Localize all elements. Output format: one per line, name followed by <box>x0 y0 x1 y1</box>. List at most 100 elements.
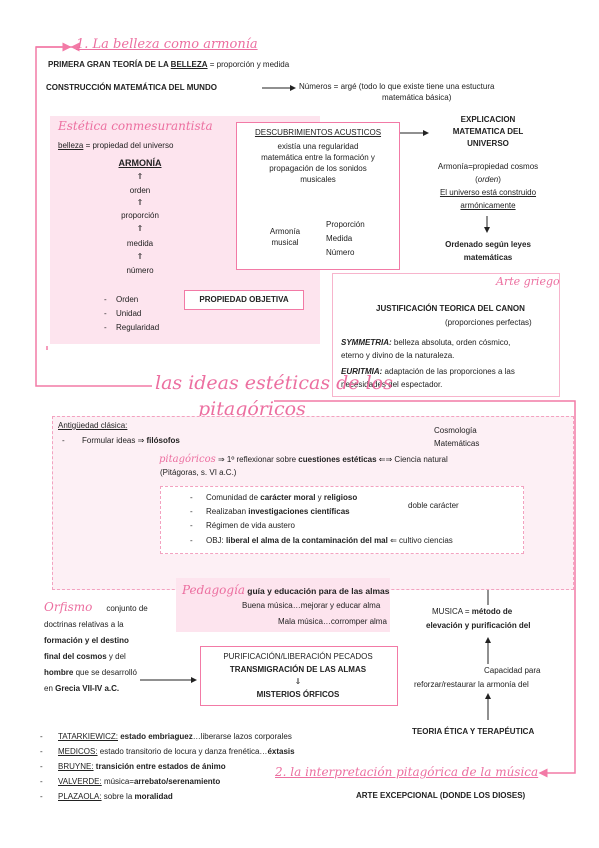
numeros-line2: matemática básica) <box>382 93 452 102</box>
explicacion-line: EXPLICACION <box>460 115 516 124</box>
acusticos-items: Proporción Medida Número <box>326 218 365 260</box>
armonia-musical-2: musical <box>271 238 299 247</box>
symmetria-line1: SYMMETRIA: belleza absoluta, orden cósmi… <box>341 338 510 347</box>
pedagogia-box <box>176 578 390 632</box>
list-regularidad: Regularidad <box>116 323 160 332</box>
c1-b1: carácter moral <box>260 493 316 502</box>
autor-name: BRUYNE: <box>58 762 94 771</box>
ideas-title-2: pitagóricos <box>198 398 306 420</box>
autor-medicos: -MEDICOS: estado transitorio de locura y… <box>40 744 295 759</box>
bullet: - <box>190 507 193 516</box>
acusticos-line: existía una regularidad <box>277 142 359 151</box>
c4-pre: OBJ: <box>206 536 227 545</box>
pedagogia-title: Pedagogía guía y educación para de las a… <box>182 583 390 597</box>
bullet: - <box>190 521 193 530</box>
purificacion-box <box>200 646 398 706</box>
cosmologia: Cosmología <box>434 426 477 435</box>
orden-word: orden <box>477 175 499 184</box>
orfismo-line4: final del cosmos y del <box>44 649 166 665</box>
bullet: - <box>190 493 193 502</box>
arte-excepcional: ARTE EXCEPCIONAL (DONDE LOS DIOSES) <box>356 791 526 800</box>
buena-musica: Buena música…mejorar y educar alma <box>242 601 381 610</box>
autor-valverde: -VALVERDE: música=arrebato/serenamiento <box>40 774 295 789</box>
ordenado-2: matemáticas <box>463 253 513 262</box>
euritmia-label: EURITMIA: <box>341 367 383 376</box>
universo-2: armónicamente <box>460 201 516 210</box>
c4-b: liberal el alma de la contaminación del … <box>226 536 388 545</box>
c2-pre: Realizaban <box>206 507 249 516</box>
musica-pre: MUSICA = <box>432 607 472 616</box>
orfismo-l2: doctrinas relativas a la <box>44 620 124 629</box>
primera-post: = proporción y medida <box>207 60 290 69</box>
propiedad-objetiva-box: PROPIEDAD OBJETIVA <box>184 290 304 310</box>
arrow-up-icon: ⇑ <box>136 252 144 261</box>
item-medida: Medida <box>326 234 353 243</box>
orfismo-line6: en Grecia VII-IV a.C. <box>44 681 166 697</box>
euritmia-text1: adaptación de las proporciones a las <box>382 367 515 376</box>
explicacion-line: MATEMATICA DEL <box>452 127 524 136</box>
autor-bold: éxtasis <box>267 747 295 756</box>
autor-name: PLAZAOLA: <box>58 792 102 801</box>
pitagoricos-bold: cuestiones estéticas <box>298 455 377 464</box>
formular-pre: Formular ideas ⇒ <box>82 436 147 445</box>
autor-name: VALVERDE: <box>58 777 102 786</box>
mala-musica: Mala música…corromper alma <box>278 617 387 626</box>
chain-numero: número <box>126 266 154 275</box>
proporciones-perfectas: (proporciones perfectas) <box>445 318 532 327</box>
section1-title: 1. La belleza como armonía <box>76 37 258 52</box>
orden-paren: (orden) <box>475 175 501 184</box>
investigaciones: Realizaban investigaciones científicas <box>206 507 350 516</box>
arrow-up-icon: ⇑ <box>136 224 144 233</box>
orfismo-label: Orfismo <box>44 600 93 614</box>
primera-pre: PRIMERA GRAN TEORÍA DE LA <box>48 60 171 69</box>
estetica-title: Estética conmesurantista <box>58 119 213 133</box>
formular-filosofos: filósofos <box>146 436 180 445</box>
autor-bruyne: -BRUYNE: transición entre estados de áni… <box>40 759 295 774</box>
capacidad-1: Capacidad para <box>484 666 541 675</box>
doble-caracter: doble carácter <box>408 501 459 510</box>
symmetria-line2: eterno y divino de la naturaleza. <box>341 351 455 360</box>
orfismo-l4p: y del <box>106 652 126 661</box>
bullet: - <box>40 732 43 741</box>
belleza-rest: = propiedad del universo <box>83 141 174 150</box>
justificacion: JUSTIFICACIÓN TEORICA DEL CANON <box>376 304 525 313</box>
autor-bold: moralidad <box>134 792 173 801</box>
orfismo-l4b: final del cosmos <box>44 652 107 661</box>
pedagogia-label: Pedagogía <box>182 583 246 597</box>
list-unidad: Unidad <box>116 309 142 318</box>
bullet: - <box>40 792 43 801</box>
autor-pre: música= <box>101 777 134 786</box>
c2-b: investigaciones científicas <box>248 507 350 516</box>
matematicas: Matemáticas <box>434 439 480 448</box>
euritmia-line2: necesidades del espectador. <box>341 380 443 389</box>
acusticos-line: musicales <box>300 175 336 184</box>
bullet: - <box>104 323 107 332</box>
orfismo-l3: formación y el destino <box>44 636 129 645</box>
bullet: - <box>40 747 43 756</box>
caracter-moral: Comunidad de carácter moral y religioso <box>206 493 357 502</box>
arrow-down-icon: ⇓ <box>294 677 302 686</box>
teoria-etica: TEORIA ÉTICA Y TERAPÉUTICA <box>412 727 535 736</box>
arrow-up-icon: ⇑ <box>136 198 144 207</box>
section2-title: 2. la interpretación pitagórica de la mú… <box>275 765 539 779</box>
bullet: - <box>104 295 107 304</box>
explicacion-title: EXPLICACION MATEMATICA DEL UNIVERSO <box>428 114 548 150</box>
pitagoricos-label: pitagóricos <box>159 454 216 465</box>
c4-post: ⇐ cultivo ciencias <box>387 536 453 545</box>
musica-l2: elevación y purificación del <box>426 621 531 630</box>
musica-l1: MUSICA = método de <box>432 607 512 616</box>
bullet: - <box>40 777 43 786</box>
bullet: - <box>104 309 107 318</box>
numeros-line1: Números = argé (todo lo que existe tiene… <box>299 82 495 91</box>
pitagoricos-pre: ⇒ 1º reflexionar sobre <box>215 455 299 464</box>
musica-bold: método de <box>471 607 513 616</box>
purificacion-l1: PURIFICACIÓN/LIBERACIÓN PECADOS <box>223 652 373 661</box>
item-proporcion: Proporción <box>326 220 365 229</box>
antiguedad-title: Antigüedad clásica: <box>58 421 128 430</box>
purificacion-l2: TRANSMIGRACIÓN DE LAS ALMAS <box>229 665 367 674</box>
autor-name: TATARKIEWICZ: <box>58 732 118 741</box>
orfismo-line5: hombre que se desarrolló <box>44 665 166 681</box>
pedagogia-heading: guía y educación para de las almas <box>247 586 390 596</box>
